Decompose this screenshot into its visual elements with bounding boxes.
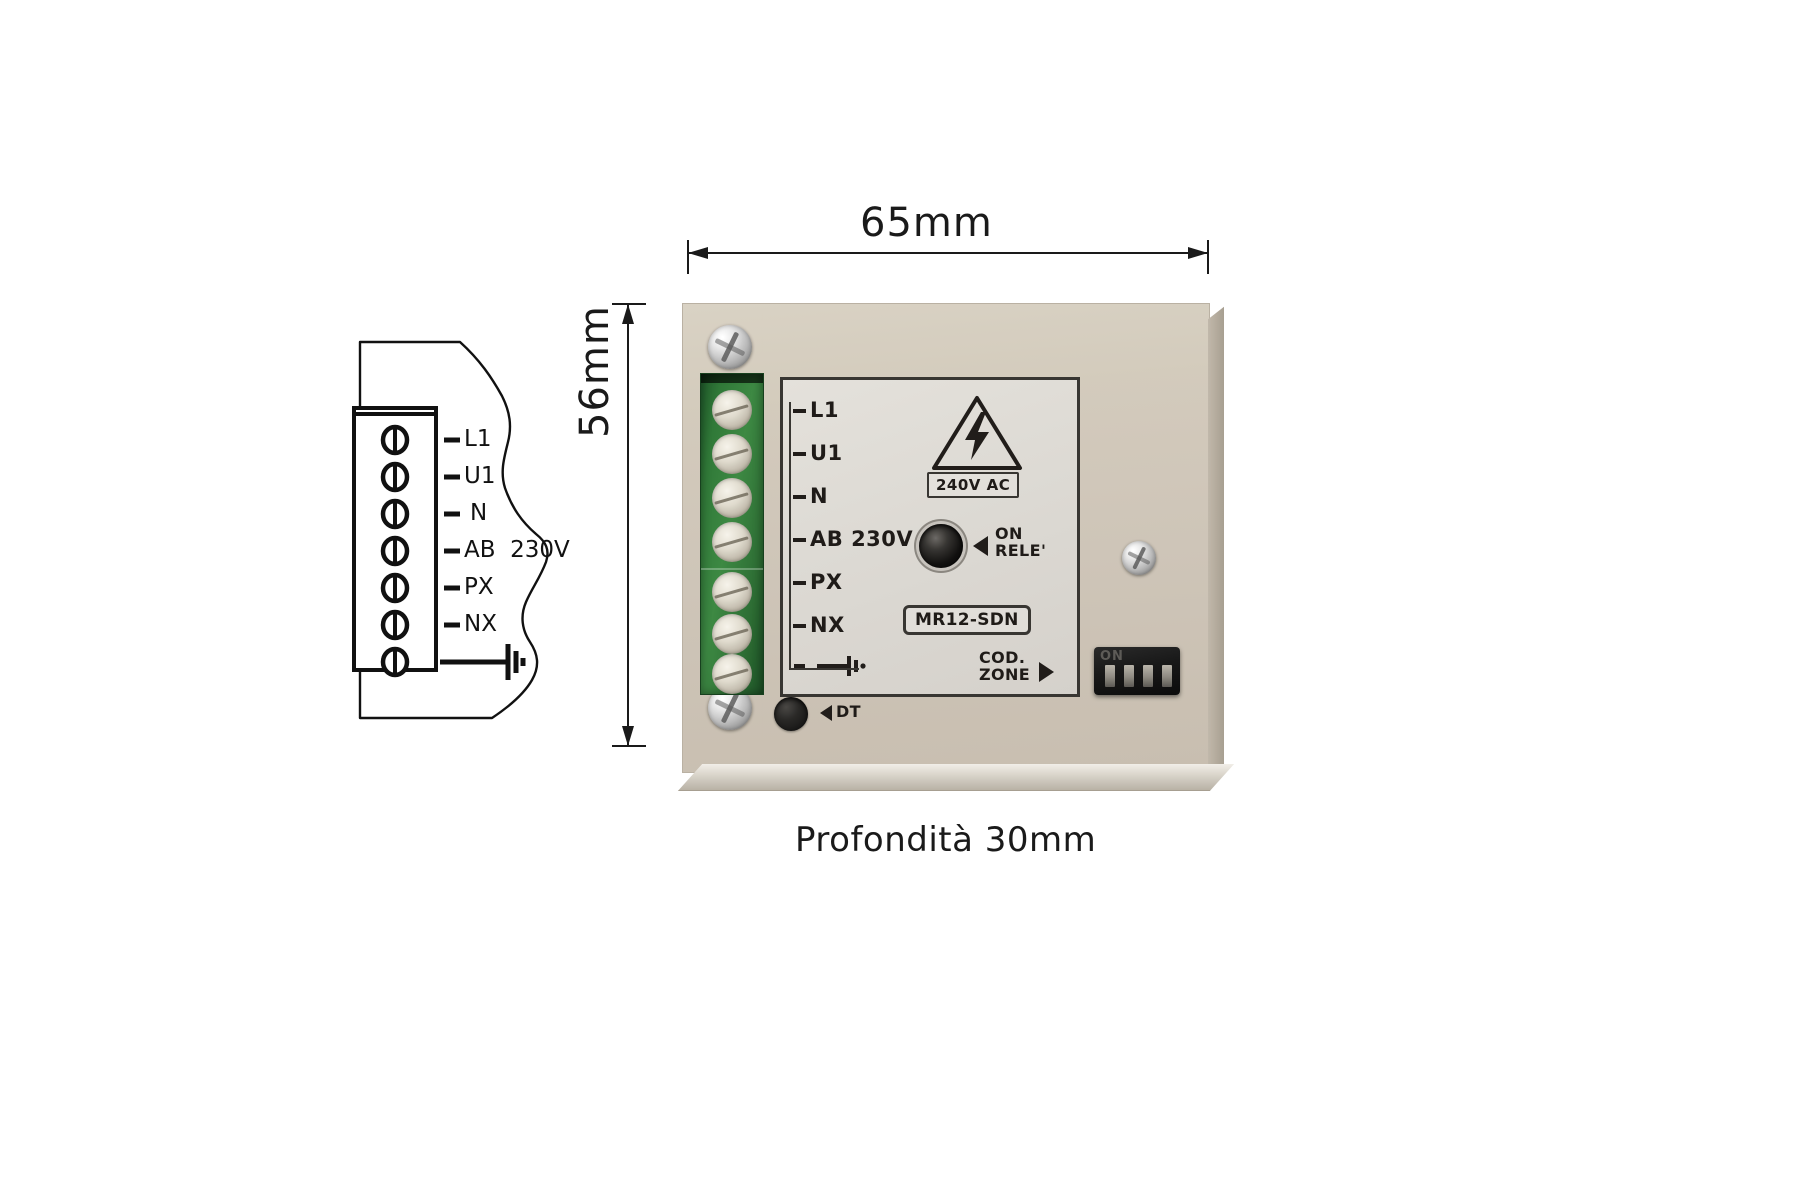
dip-switch-lever-4[interactable] — [1162, 665, 1172, 687]
terminal-block-seam — [701, 568, 763, 570]
terminal-screw-1[interactable] — [712, 390, 752, 430]
pin-dash-icon — [793, 451, 806, 456]
dt-label: DT — [836, 702, 861, 721]
dt-button[interactable] — [774, 697, 808, 731]
terminal-screw-2[interactable] — [712, 434, 752, 474]
drawing-terminal-label-n: N — [470, 500, 488, 526]
drawing-terminal-label-u1: U1 — [464, 463, 496, 489]
label-terminal-n: N — [793, 486, 828, 507]
pin-dash-icon — [793, 494, 806, 499]
mounting-screw-top-left — [708, 325, 752, 369]
drawing-terminal-label-px: PX — [464, 574, 494, 600]
relay-pointer-icon — [973, 536, 988, 556]
high-voltage-warning-icon — [931, 394, 1023, 476]
relay-status-led — [919, 524, 963, 568]
label-terminal-px: PX — [793, 572, 843, 593]
dip-switch-on-text: ON — [1100, 649, 1124, 664]
printed-label-panel: L1 U1 N AB 230V PX NX — [780, 377, 1080, 697]
width-dimension-label: 65mm — [860, 200, 993, 246]
zone-code-text: COD. ZONE — [979, 648, 1031, 684]
terminal-screw-3[interactable] — [712, 478, 752, 518]
relay-indicator-text: ON RELE' — [995, 524, 1047, 560]
dt-pointer-icon — [820, 705, 832, 721]
housing-bottom-lip — [677, 764, 1235, 791]
drawing-terminal-label-l1: L1 — [464, 426, 492, 452]
drawing-terminal-label-ab230v: AB 230V — [464, 537, 570, 563]
terminal-screw-6[interactable] — [712, 614, 752, 654]
side-view-line-drawing: L1 U1 N AB 230V PX NX — [340, 330, 620, 750]
pin-dash-icon — [793, 537, 806, 542]
dip-switch-block[interactable]: ON — [1094, 647, 1180, 695]
pin-group-bracket — [789, 402, 791, 668]
device-photograph: L1 U1 N AB 230V PX NX — [677, 303, 1235, 791]
terminal-screw-5[interactable] — [712, 572, 752, 612]
terminal-block-top-shadow — [701, 374, 763, 383]
pin-group-bracket-bottom — [789, 668, 859, 670]
green-terminal-block[interactable] — [700, 373, 764, 695]
voltage-warning-label: 240V AC — [927, 472, 1020, 498]
terminal-screw-7[interactable] — [712, 654, 752, 694]
width-dimension-arrow — [686, 236, 1210, 276]
label-terminal-ground — [793, 652, 871, 684]
dip-switch-lever-1[interactable] — [1105, 665, 1115, 687]
dip-switch-lever-2[interactable] — [1124, 665, 1134, 687]
housing-right-side — [1208, 306, 1224, 784]
model-code-label: MR12-SDN — [903, 605, 1031, 635]
pin-dash-icon — [793, 408, 806, 413]
depth-dimension-label: Profondità 30mm — [795, 820, 1097, 860]
height-dimension-arrow — [608, 302, 648, 748]
pin-dash-icon — [793, 623, 806, 628]
label-terminal-nx: NX — [793, 615, 845, 636]
label-terminal-ab230v: AB 230V — [793, 529, 913, 550]
drawing-terminal-label-nx: NX — [464, 611, 497, 637]
terminal-screw-4[interactable] — [712, 522, 752, 562]
zone-pointer-icon — [1039, 662, 1054, 682]
mounting-screw-right — [1122, 541, 1156, 575]
label-terminal-u1: U1 — [793, 443, 843, 464]
label-terminal-l1: L1 — [793, 400, 839, 421]
dip-switch-lever-3[interactable] — [1143, 665, 1153, 687]
pin-dash-icon — [793, 580, 806, 585]
